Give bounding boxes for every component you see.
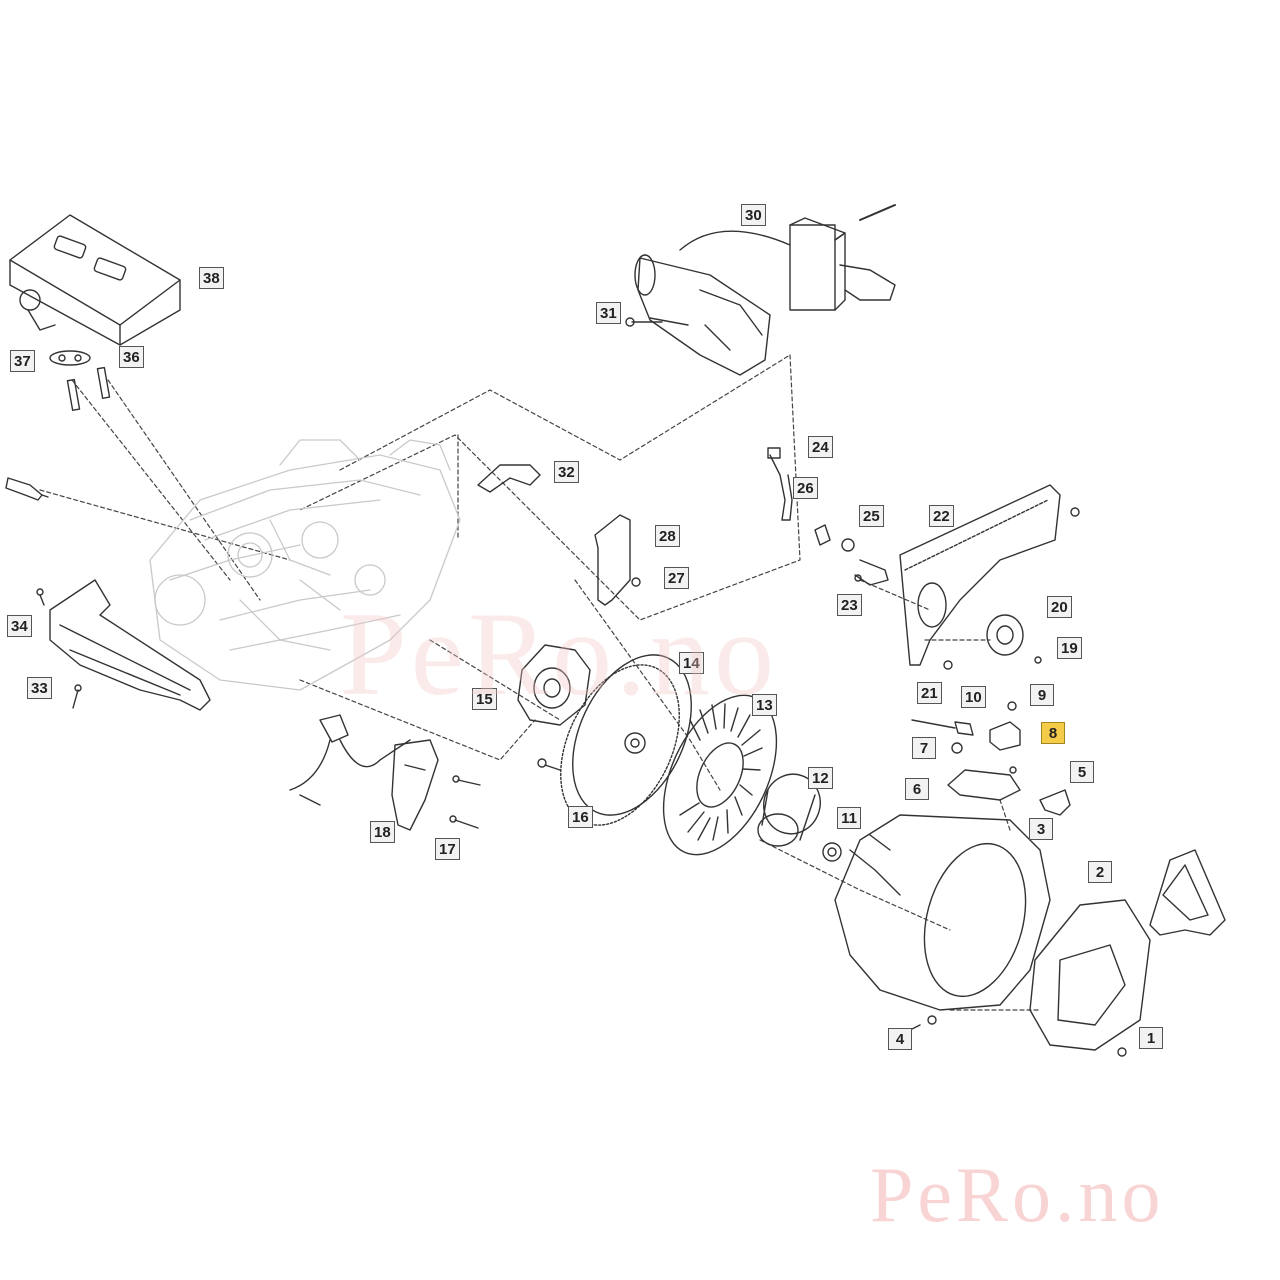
- part-callout-28[interactable]: 28: [655, 525, 680, 547]
- part-callout-2[interactable]: 2: [1088, 861, 1112, 883]
- part-callout-30[interactable]: 30: [741, 204, 766, 226]
- part-callout-10[interactable]: 10: [961, 686, 986, 708]
- air-filter-cover: [9, 214, 181, 346]
- watermark-center: PeRo.no: [340, 587, 779, 720]
- part-callout-18[interactable]: 18: [370, 821, 395, 843]
- switch-assembly: [911, 701, 1071, 816]
- part-callout-24[interactable]: 24: [808, 436, 833, 458]
- part-callout-37[interactable]: 37: [10, 350, 35, 372]
- part-callout-38[interactable]: 38: [199, 267, 224, 289]
- part-callout-6[interactable]: 6: [905, 778, 929, 800]
- part-callout-27[interactable]: 27: [664, 567, 689, 589]
- fan-sleeve: [757, 773, 842, 862]
- gasket-and-studs: [49, 350, 111, 411]
- part-callout-4[interactable]: 4: [888, 1028, 912, 1050]
- part-callout-9[interactable]: 9: [1030, 684, 1054, 706]
- part-callout-33[interactable]: 33: [27, 677, 52, 699]
- starter-pulley: [517, 644, 591, 726]
- fuel-valve: [814, 524, 889, 586]
- part-callout-20[interactable]: 20: [1047, 596, 1072, 618]
- part-callout-22[interactable]: 22: [929, 505, 954, 527]
- spark-plug: [5, 477, 49, 501]
- throttle-bracket: [477, 464, 541, 493]
- part-callout-34[interactable]: 34: [7, 615, 32, 637]
- part-callout-32[interactable]: 32: [554, 461, 579, 483]
- engine-block: [149, 439, 461, 691]
- part-callout-11[interactable]: 11: [837, 807, 861, 829]
- mounting-plate: [594, 514, 641, 606]
- blower-housing: [834, 814, 1051, 1031]
- heat-shield: [36, 579, 211, 711]
- fuel-hose: [767, 447, 793, 521]
- recoil-starter: [1029, 849, 1226, 1057]
- part-callout-21[interactable]: 21: [917, 682, 942, 704]
- part-callout-8[interactable]: 8: [1041, 722, 1065, 744]
- part-callout-1[interactable]: 1: [1139, 1027, 1163, 1049]
- part-callout-12[interactable]: 12: [808, 767, 833, 789]
- starter-motor: [625, 204, 896, 376]
- part-callout-17[interactable]: 17: [435, 838, 460, 860]
- part-callout-5[interactable]: 5: [1070, 761, 1094, 783]
- part-callout-23[interactable]: 23: [837, 594, 862, 616]
- fan-housing-panel: [899, 484, 1080, 666]
- part-callout-3[interactable]: 3: [1029, 818, 1053, 840]
- part-callout-31[interactable]: 31: [596, 302, 621, 324]
- part-callout-15[interactable]: 15: [472, 688, 497, 710]
- part-callout-16[interactable]: 16: [568, 806, 593, 828]
- part-callout-7[interactable]: 7: [912, 737, 936, 759]
- part-callout-26[interactable]: 26: [793, 477, 818, 499]
- part-callout-19[interactable]: 19: [1057, 637, 1082, 659]
- part-callout-13[interactable]: 13: [752, 694, 777, 716]
- ignition-coil: [289, 714, 481, 831]
- part-callout-14[interactable]: 14: [679, 652, 704, 674]
- part-callout-25[interactable]: 25: [859, 505, 884, 527]
- part-callout-36[interactable]: 36: [119, 346, 144, 368]
- flange-bushing: [943, 614, 1042, 670]
- watermark-corner: PeRo.no: [870, 1151, 1165, 1238]
